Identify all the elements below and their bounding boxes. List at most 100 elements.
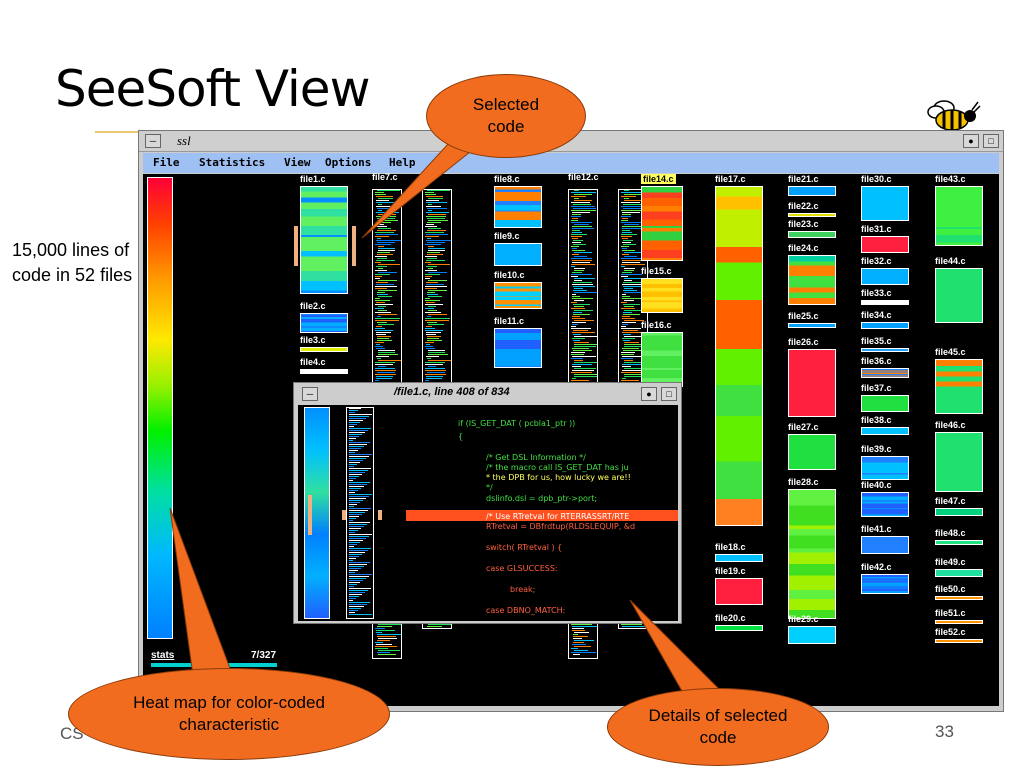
- minimize-button[interactable]: ●: [963, 134, 979, 148]
- maximize-button[interactable]: □: [983, 134, 999, 148]
- file-block-file17[interactable]: [715, 186, 763, 526]
- file-block-file19[interactable]: [715, 578, 763, 605]
- file-block-file23[interactable]: [788, 231, 836, 238]
- file-block-file47[interactable]: [935, 508, 983, 516]
- file-label-file44[interactable]: file44.c: [935, 256, 966, 266]
- file-block-file11[interactable]: [494, 328, 542, 368]
- file-label-file31[interactable]: file31.c: [861, 224, 892, 234]
- file-block-file29[interactable]: [788, 626, 836, 644]
- file-label-file12[interactable]: file12.c: [568, 172, 599, 182]
- file-label-file24[interactable]: file24.c: [788, 243, 819, 253]
- file-label-file48[interactable]: file48.c: [935, 528, 966, 538]
- file-block-file33[interactable]: [861, 300, 909, 305]
- file-label-file1[interactable]: file1.c: [300, 174, 326, 184]
- file-label-file42[interactable]: file42.c: [861, 562, 892, 572]
- file-block-file3[interactable]: [300, 347, 348, 352]
- file-label-file27[interactable]: file27.c: [788, 422, 819, 432]
- heat-map-scale[interactable]: [147, 177, 173, 639]
- file-label-file21[interactable]: file21.c: [788, 174, 819, 184]
- file-label-file26[interactable]: file26.c: [788, 337, 819, 347]
- file-block-file15[interactable]: [641, 278, 683, 313]
- file-block-file49[interactable]: [935, 569, 983, 577]
- file-block-file1[interactable]: [300, 186, 348, 294]
- file-label-file19[interactable]: file19.c: [715, 566, 746, 576]
- file-label-file25[interactable]: file25.c: [788, 311, 819, 321]
- selection-marker-2[interactable]: [352, 226, 356, 266]
- file-block-file51[interactable]: [935, 620, 983, 624]
- file-block-file39[interactable]: [861, 456, 909, 480]
- file-label-file28[interactable]: file28.c: [788, 477, 819, 487]
- file-label-file52[interactable]: file52.c: [935, 627, 966, 637]
- file-label-file2[interactable]: file2.c: [300, 301, 326, 311]
- file-block-file34[interactable]: [861, 322, 909, 329]
- file-label-file33[interactable]: file33.c: [861, 288, 892, 298]
- file-label-file18[interactable]: file18.c: [715, 542, 746, 552]
- file-label-file36[interactable]: file36.c: [861, 356, 892, 366]
- selection-marker-1[interactable]: [294, 226, 298, 266]
- file-block-file8[interactable]: [494, 186, 542, 228]
- menu-view[interactable]: View: [284, 156, 311, 169]
- file-block-file20[interactable]: [715, 625, 763, 631]
- file-label-file22[interactable]: file22.c: [788, 201, 819, 211]
- file-label-file20[interactable]: file20.c: [715, 613, 746, 623]
- file-label-file35[interactable]: file35.c: [861, 336, 892, 346]
- file-block-file38[interactable]: [861, 427, 909, 435]
- file-block-file43[interactable]: [935, 186, 983, 246]
- file-block-file44[interactable]: [935, 268, 983, 323]
- file-label-file49[interactable]: file49.c: [935, 557, 966, 567]
- file-label-file14[interactable]: file14.c: [641, 174, 676, 184]
- file-label-file45[interactable]: file45.c: [935, 347, 966, 357]
- file-block-file35[interactable]: [861, 348, 909, 352]
- file-label-file23[interactable]: file23.c: [788, 219, 819, 229]
- file-label-file8[interactable]: file8.c: [494, 174, 520, 184]
- file-label-file32[interactable]: file32.c: [861, 256, 892, 266]
- file-label-file9[interactable]: file9.c: [494, 231, 520, 241]
- file-block-file32[interactable]: [861, 268, 909, 285]
- file-label-file29[interactable]: file29.c: [788, 614, 819, 624]
- file-label-file51[interactable]: file51.c: [935, 608, 966, 618]
- file-block-file26[interactable]: [788, 349, 836, 417]
- file-block-file10[interactable]: [494, 282, 542, 309]
- file-label-file11[interactable]: file11.c: [494, 316, 525, 326]
- file-label-file10[interactable]: file10.c: [494, 270, 525, 280]
- menu-options[interactable]: Options: [325, 156, 372, 169]
- file-block-file4[interactable]: [300, 369, 348, 374]
- file-block-file48[interactable]: [935, 540, 983, 545]
- detail-menu-button[interactable]: ─: [302, 387, 318, 401]
- file-label-file17[interactable]: file17.c: [715, 174, 746, 184]
- file-block-file2[interactable]: [300, 313, 348, 333]
- file-label-file7[interactable]: file7.c: [372, 172, 398, 182]
- file-block-file50[interactable]: [935, 596, 983, 600]
- file-block-file31[interactable]: [861, 236, 909, 253]
- file-label-file39[interactable]: file39.c: [861, 444, 892, 454]
- file-label-file34[interactable]: file34.c: [861, 310, 892, 320]
- menu-statistics[interactable]: Statistics: [199, 156, 266, 169]
- file-label-file43[interactable]: file43.c: [935, 174, 966, 184]
- file-block-file36[interactable]: [861, 368, 909, 378]
- window-titlebar[interactable]: ─ ssl ● □: [139, 131, 1003, 152]
- file-label-file50[interactable]: file50.c: [935, 584, 966, 594]
- window-menu-button[interactable]: ─: [145, 134, 161, 148]
- detail-zoom-column[interactable]: [346, 407, 374, 619]
- file-block-file22[interactable]: [788, 213, 836, 217]
- detail-minimize-button[interactable]: ●: [641, 387, 657, 401]
- file-block-file45[interactable]: [935, 359, 983, 414]
- file-block-file30[interactable]: [861, 186, 909, 221]
- file-label-file3[interactable]: file3.c: [300, 335, 326, 345]
- file-label-file16[interactable]: file16.c: [641, 320, 672, 330]
- file-label-file46[interactable]: file46.c: [935, 420, 966, 430]
- file-block-file18[interactable]: [715, 554, 763, 562]
- file-block-file42[interactable]: [861, 574, 909, 594]
- file-block-file21[interactable]: [788, 186, 836, 196]
- file-block-file9[interactable]: [494, 243, 542, 266]
- file-label-file38[interactable]: file38.c: [861, 415, 892, 425]
- detail-body[interactable]: if (IS_GET_DAT ( pcbla1_ptr )){/* Get DS…: [298, 405, 678, 621]
- file-label-file41[interactable]: file41.c: [861, 524, 892, 534]
- file-label-file4[interactable]: file4.c: [300, 357, 326, 367]
- file-label-file37[interactable]: file37.c: [861, 383, 892, 393]
- file-label-file15[interactable]: file15.c: [641, 266, 672, 276]
- file-block-file46[interactable]: [935, 432, 983, 492]
- menu-file[interactable]: File: [153, 156, 180, 169]
- file-block-file37[interactable]: [861, 395, 909, 412]
- file-block-file24[interactable]: [788, 255, 836, 305]
